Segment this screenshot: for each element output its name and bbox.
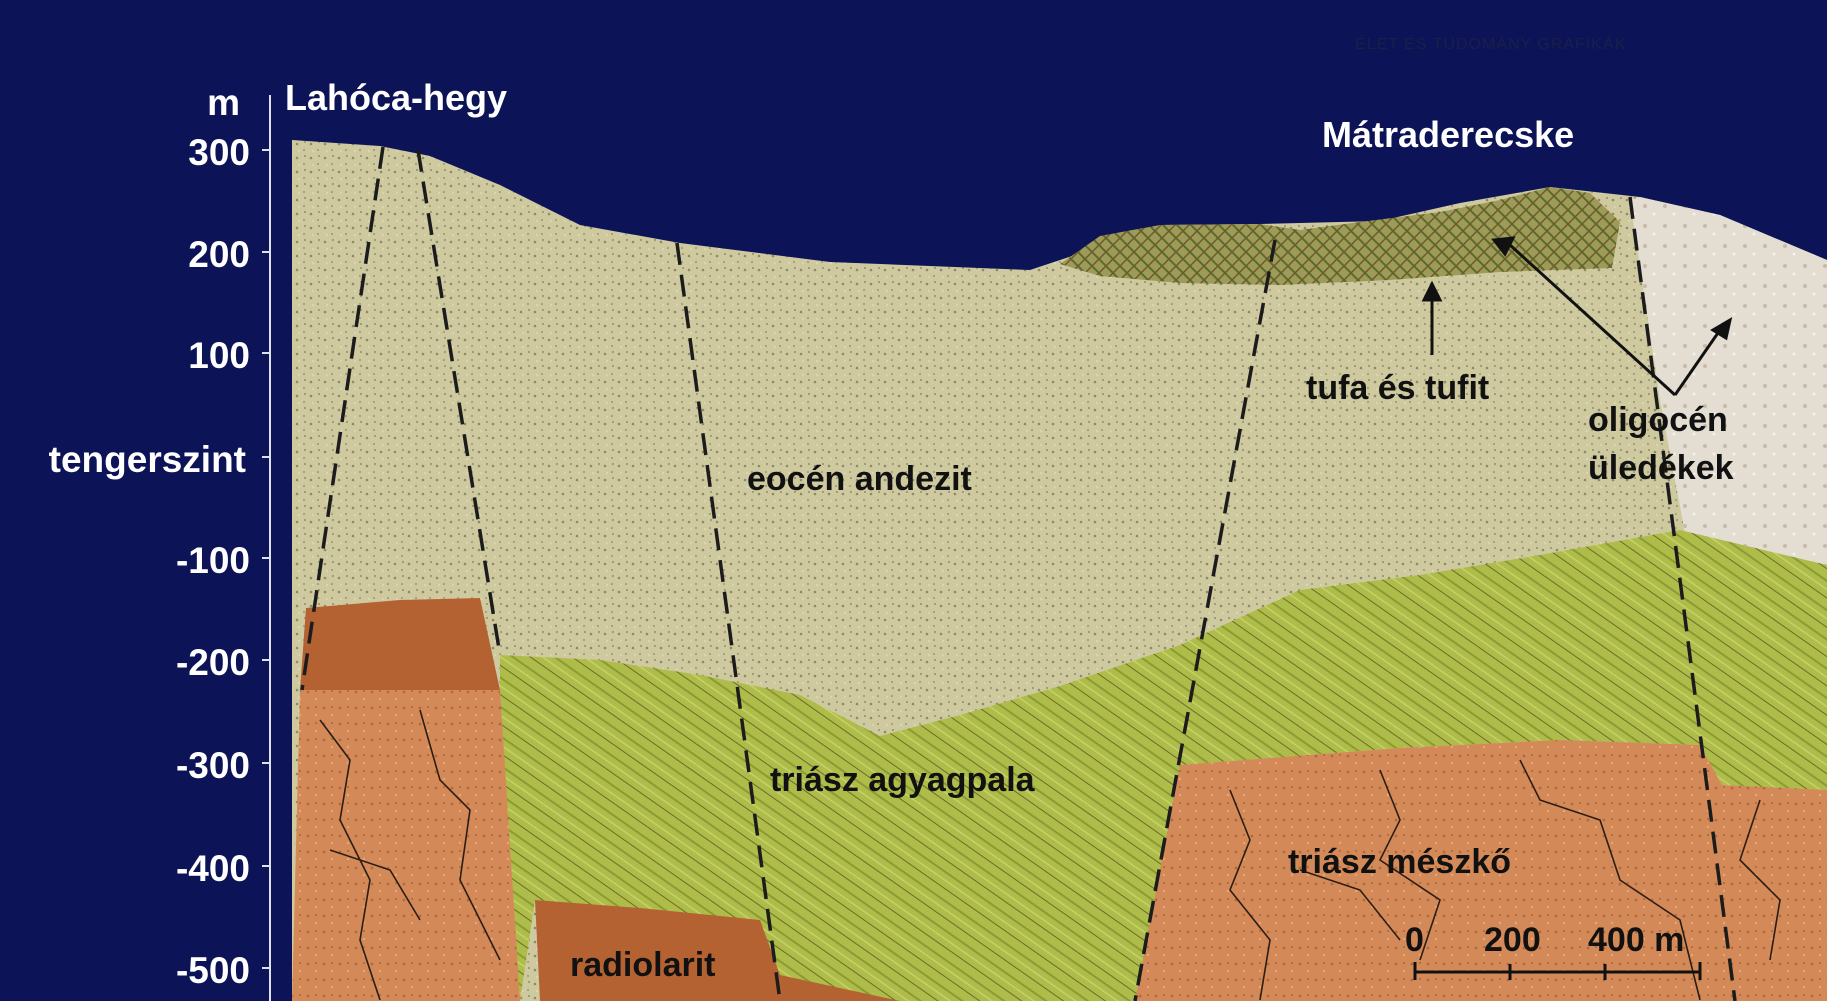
y-tick-neg500: -500 bbox=[0, 952, 250, 989]
y-axis bbox=[262, 95, 270, 1001]
label-triassic-limestone: triász mészkő bbox=[1288, 845, 1511, 879]
y-axis-unit: m bbox=[0, 84, 240, 121]
y-tick-300: 300 bbox=[0, 134, 250, 171]
place-lahoca-hegy: Lahóca-hegy bbox=[285, 80, 507, 116]
label-oligocene-line1: oligocén bbox=[1588, 403, 1728, 437]
label-tuff-tuffite: tufa és tufit bbox=[1306, 371, 1489, 405]
y-tick-200: 200 bbox=[0, 236, 250, 273]
radiolarite-block-upper bbox=[300, 598, 500, 690]
credit-text: ÉLET ÉS TUDOMÁNY GRAFIKÁK bbox=[1355, 36, 1626, 54]
place-matraderecske: Mátraderecske bbox=[1322, 117, 1574, 153]
y-tick-sea-level: tengerszint bbox=[0, 441, 246, 478]
y-tick-neg300: -300 bbox=[0, 747, 250, 784]
scale-bar-0: 0 bbox=[1405, 923, 1424, 957]
scale-bar-200: 200 bbox=[1484, 923, 1541, 957]
y-tick-neg400: -400 bbox=[0, 850, 250, 887]
y-tick-neg100: -100 bbox=[0, 542, 250, 579]
label-triassic-shale: triász agyagpala bbox=[770, 763, 1035, 797]
label-eocene-andesite: eocén andezit bbox=[747, 462, 972, 496]
y-tick-100: 100 bbox=[0, 337, 250, 374]
y-tick-neg200: -200 bbox=[0, 644, 250, 681]
triassic-limestone-left bbox=[292, 690, 520, 1001]
label-oligocene-line2: üledékek bbox=[1588, 451, 1734, 485]
scale-bar-400m: 400 m bbox=[1588, 923, 1684, 957]
label-radiolarite: radiolarit bbox=[570, 948, 715, 982]
